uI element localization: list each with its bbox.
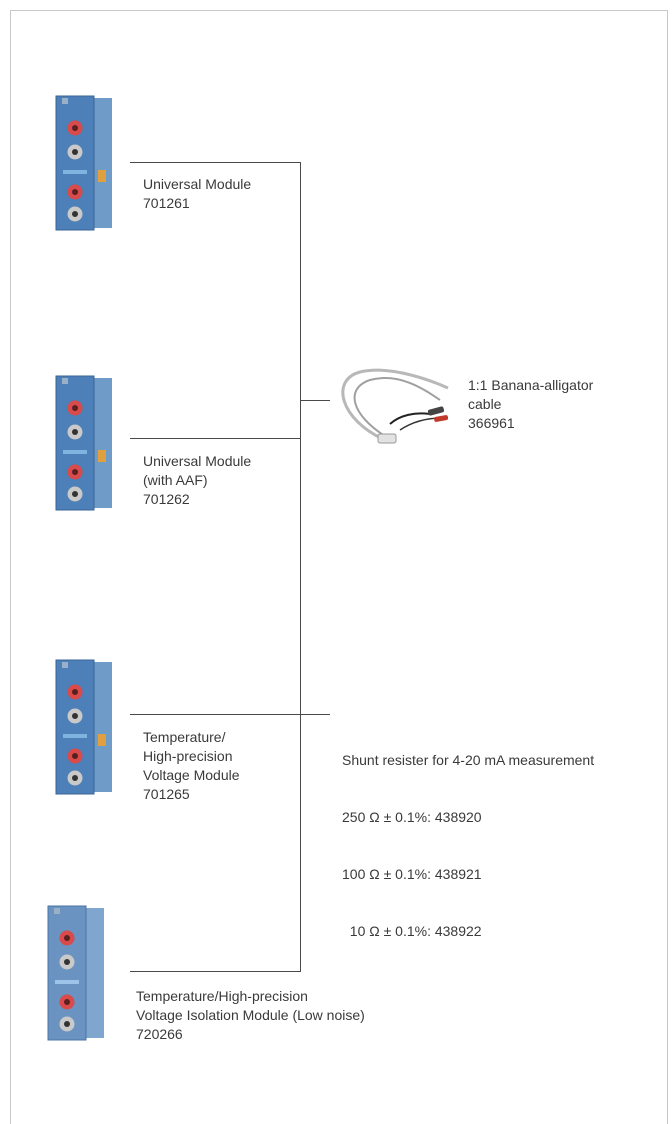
cable-label: 1:1 Banana-alligator cable 366961: [468, 376, 593, 433]
connector-vertical: [300, 162, 301, 972]
module-image-720266: [42, 904, 108, 1044]
module-name: Temperature/ High-precision Voltage Modu…: [143, 729, 240, 783]
module-image-701261: [50, 94, 116, 234]
module-code: 720266: [136, 1026, 183, 1042]
connector-module-3: [130, 714, 301, 715]
shunt-item: 100 Ω ± 0.1%: 438921: [342, 866, 482, 882]
module-name: Universal Module: [143, 176, 252, 192]
module-701261-label: Universal Module 701261: [143, 175, 251, 213]
connector-module-2: [130, 438, 301, 439]
shunt-item: 250 Ω ± 0.1%: 438920: [342, 809, 482, 825]
module-name: Temperature/High-precision Voltage Isola…: [136, 988, 365, 1023]
shunt-item: 10 Ω ± 0.1%: 438922: [342, 923, 482, 939]
cable-code: 366961: [468, 415, 515, 431]
module-720266-label: Temperature/High-precision Voltage Isola…: [136, 987, 365, 1044]
connector-shunt: [300, 714, 330, 715]
module-code: 701262: [143, 491, 190, 507]
shunt-title: Shunt resister for 4-20 mA measurement: [342, 752, 595, 768]
module-701262-label: Universal Module (with AAF) 701262: [143, 452, 251, 509]
shunt-label: Shunt resister for 4-20 mA measurement 2…: [342, 713, 594, 960]
connector-module-1: [130, 162, 301, 163]
cable-image: [330, 360, 460, 450]
diagram-frame: [10, 10, 668, 1124]
module-701265-label: Temperature/ High-precision Voltage Modu…: [143, 728, 240, 804]
cable-name: 1:1 Banana-alligator cable: [468, 377, 594, 412]
module-name: Universal Module (with AAF): [143, 453, 252, 488]
connector-module-4: [130, 971, 301, 972]
module-code: 701265: [143, 786, 190, 802]
connector-cable: [300, 400, 330, 401]
module-image-701265: [50, 658, 116, 798]
module-image-701262: [50, 374, 116, 514]
module-code: 701261: [143, 195, 190, 211]
